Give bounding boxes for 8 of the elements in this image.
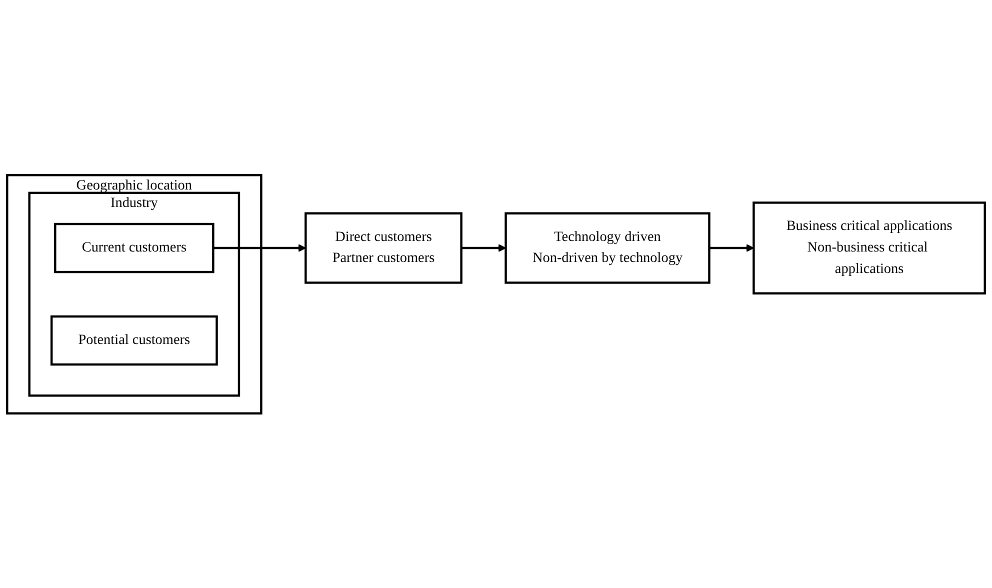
node-box: Current customers <box>54 222 214 273</box>
node-box: Business critical applications Non-business critical applications <box>752 201 986 294</box>
arrow <box>461 244 506 252</box>
arrow <box>709 244 754 252</box>
node-box: Technology driven Non-driven by technology <box>504 212 710 284</box>
node-box: Direct customers Partner customers <box>304 212 462 284</box>
node-box: Potential customers <box>50 315 218 366</box>
arrow <box>213 244 306 252</box>
